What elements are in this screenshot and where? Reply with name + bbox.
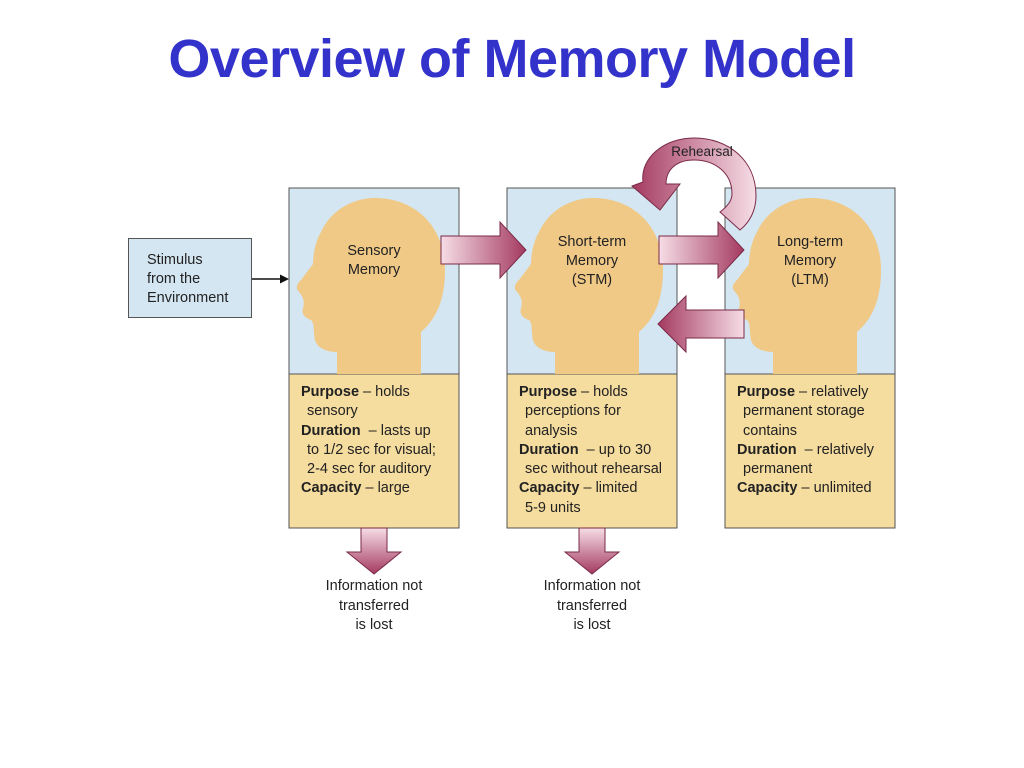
arrow-stm-to-ltm [658,220,745,280]
detail-text: – limited [579,480,638,497]
stimulus-arrow [252,274,289,284]
detail-text: perceptions for [525,403,621,420]
detail-line: Capacity – limited [519,479,662,498]
detail-line: analysis [519,422,662,441]
detail-term: Duration [519,441,579,458]
detail-line: Duration – lasts up [301,422,436,441]
detail-line: Duration – up to 30 [519,441,662,460]
stimulus-line: Environment [147,290,229,306]
detail-term: Capacity [301,480,362,497]
label-line: (LTM) [791,272,829,288]
detail-text: – lasts up [360,422,431,439]
stm-lost-text: Information not transferred is lost [517,577,667,636]
detail-text: permanent storage [743,403,865,420]
detail-line: permanent [737,460,874,479]
lost-line: transferred [338,597,410,614]
detail-term: Purpose [301,384,360,400]
sensory-lost-text: Information not transferred is lost [299,577,449,636]
detail-term: Duration [737,441,797,458]
detail-text: analysis [525,422,578,439]
detail-line: 2-4 sec for auditory [301,460,436,479]
label-line: Memory [565,253,619,269]
ltm-label: Long-term Memory (LTM) [764,233,856,290]
stimulus-line: Stimulus [147,252,203,268]
detail-line: sec without rehearsal [519,460,662,479]
detail-line: contains [737,422,874,441]
lost-line: Information not [543,578,641,594]
detail-text: – unlimited [797,480,872,497]
stm-label: Short-term Memory (STM) [546,233,638,290]
detail-line: Capacity – unlimited [737,479,874,498]
detail-term: Capacity [737,480,798,497]
label-line: (STM) [571,272,613,288]
detail-line: Purpose – relatively [737,383,874,402]
detail-line: Capacity – large [301,479,436,498]
rehearsal-loop-arrow [631,137,757,231]
detail-line: 5-9 units [519,499,662,518]
rehearsal-label: Rehearsal [671,144,733,159]
head-silhouette [514,198,663,374]
label-line: Short-term [557,234,627,250]
detail-text: 2-4 sec for auditory [307,461,432,478]
detail-text: to 1/2 sec for visual; [307,441,436,458]
page-title: Overview of Memory Model [168,29,856,89]
detail-text: permanent [743,461,813,478]
detail-text: – up to 30 [578,441,652,458]
arrow-stm-lost [563,527,621,575]
detail-text: contains [743,422,798,439]
arrow-ltm-to-stm [657,294,745,354]
arrow-sensory-lost [345,527,403,575]
detail-term: Duration [301,422,361,439]
arrow-sensory-to-stm [440,220,527,280]
detail-text: – holds [359,384,410,400]
lost-line: is lost [573,617,611,633]
detail-line: Purpose – holds [519,383,662,402]
label-line: Memory [347,262,401,278]
detail-text: – large [361,480,410,497]
detail-text: – holds [577,384,628,400]
detail-line: perceptions for [519,402,662,421]
label-line: Long-term [776,234,844,250]
sensory-memory-label: Sensory Memory [333,242,415,280]
panel-sensory [288,187,460,529]
detail-line: permanent storage [737,402,874,421]
lost-line: is lost [355,617,393,633]
detail-term: Purpose [519,384,578,400]
detail-text: sensory [307,403,358,420]
stimulus-box: Stimulus from the Environment [128,238,252,318]
detail-text: sec without rehearsal [525,461,663,478]
panel-ltm [724,187,896,529]
detail-line: Purpose – holds [301,383,436,402]
lost-line: transferred [556,597,628,614]
detail-line: to 1/2 sec for visual; [301,441,436,460]
detail-line: Duration – relatively [737,441,874,460]
lost-line: Information not [325,578,423,594]
detail-text: – relatively [795,384,869,400]
detail-term: Capacity [519,480,580,497]
head-silhouette [732,198,881,374]
detail-line: sensory [301,402,436,421]
stimulus-line: from the [147,271,201,287]
head-silhouette [296,198,445,374]
label-line: Memory [783,253,837,269]
detail-term: Purpose [737,384,796,400]
detail-text: – relatively [796,441,874,458]
panel-stm [506,187,678,529]
label-line: Sensory [347,243,401,259]
detail-text: 5-9 units [525,499,581,516]
